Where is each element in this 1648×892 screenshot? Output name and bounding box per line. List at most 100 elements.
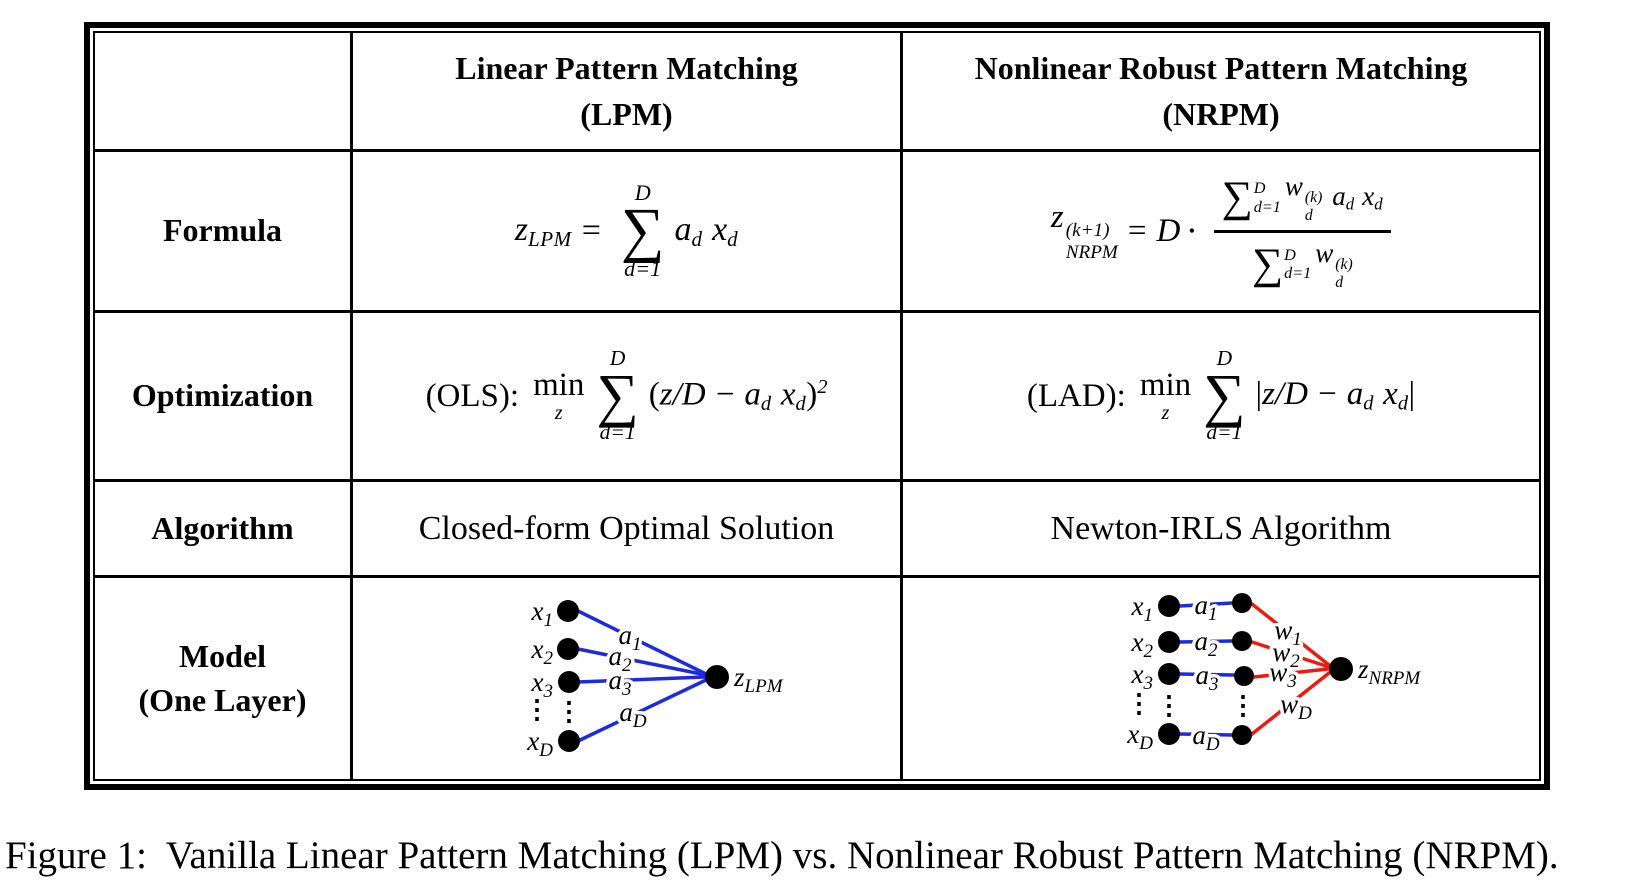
output-node bbox=[705, 664, 729, 689]
input-node bbox=[558, 729, 580, 752]
algorithm-nrpm-cell: Newton-IRLS Algorithm bbox=[903, 482, 1539, 578]
edge-line bbox=[1177, 638, 1234, 644]
comparison-table-grid: Linear Pattern Matching (LPM) Nonlinear … bbox=[93, 31, 1541, 781]
input-label: x2 bbox=[1130, 627, 1153, 662]
edge-line bbox=[576, 646, 708, 677]
equals-sign: = bbox=[1127, 212, 1147, 249]
input-label: x1 bbox=[1130, 591, 1152, 626]
row-label-model: Model (One Layer) bbox=[95, 578, 353, 779]
output-node bbox=[1328, 656, 1353, 681]
edge-label: w1 bbox=[1274, 615, 1302, 650]
edge-label: a3 bbox=[609, 665, 632, 700]
edge-label: w3 bbox=[1269, 657, 1297, 692]
header-lpm: Linear Pattern Matching (LPM) bbox=[353, 33, 903, 152]
input-label: x3 bbox=[531, 667, 553, 702]
edge-line bbox=[576, 608, 708, 676]
edge-label: w2 bbox=[1272, 637, 1300, 672]
vertical-dots: ⋮ bbox=[524, 695, 550, 724]
sum-operator: D ∑ d=1 bbox=[620, 179, 665, 282]
sum-operator: D ∑ d=1 bbox=[596, 346, 639, 445]
edge-line bbox=[1249, 639, 1331, 669]
header-empty-cell bbox=[95, 33, 353, 152]
dimension-factor: D bbox=[1156, 212, 1181, 249]
ols-tag: (OLS): bbox=[425, 377, 520, 414]
output-label: zLPM bbox=[733, 662, 784, 697]
input-node bbox=[558, 670, 580, 693]
lpm-model-diagram: x1 x2 x3 xD ⋮ ⋮ a1 a2 a3 aD zLPM bbox=[524, 596, 784, 761]
edge-label: wD bbox=[1280, 689, 1312, 724]
model-nrpm-cell: x1 x2 x3 xD ⋮ ⋮ ⋮ a1 a2 a3 aD w1 w2 w3 w… bbox=[903, 578, 1539, 779]
dot-operator: ⋅ bbox=[1186, 214, 1198, 250]
input-node bbox=[1157, 630, 1180, 653]
lad-tag: (LAD): bbox=[1026, 377, 1126, 414]
intermediate-node bbox=[1233, 665, 1254, 686]
input-node bbox=[1157, 594, 1180, 617]
nrpm-formula-lhs: z(k+1)NRPM bbox=[1050, 198, 1118, 263]
edge-label: a3 bbox=[1195, 660, 1218, 695]
model-lpm-cell: x1 x2 x3 xD ⋮ ⋮ a1 a2 a3 aD zLPM bbox=[353, 578, 903, 779]
sum-operator: D ∑ d=1 bbox=[1203, 346, 1246, 445]
edge-line bbox=[1177, 731, 1234, 737]
edge-label: aD bbox=[1192, 720, 1220, 755]
row-label-model-text: Model (One Layer) bbox=[138, 638, 307, 718]
edge-line bbox=[1177, 600, 1234, 608]
input-label: xD bbox=[526, 726, 553, 761]
comparison-table: Linear Pattern Matching (LPM) Nonlinear … bbox=[84, 22, 1550, 790]
vertical-dots: ⋮ bbox=[1126, 689, 1152, 718]
input-label: x1 bbox=[531, 596, 553, 631]
intermediate-node bbox=[1231, 630, 1252, 651]
edge-label: a2 bbox=[609, 641, 633, 676]
lpm-formula-lhs: zLPM bbox=[514, 210, 572, 251]
edge-label: aD bbox=[619, 697, 647, 732]
input-node bbox=[1157, 722, 1180, 745]
algorithm-lpm-cell: Closed-form Optimal Solution bbox=[353, 482, 903, 578]
input-node bbox=[557, 599, 579, 622]
intermediate-node bbox=[1231, 724, 1252, 745]
edge-line bbox=[1249, 601, 1331, 667]
edge-label: a2 bbox=[1194, 626, 1218, 661]
figure-caption: Figure 1: Vanilla Linear Pattern Matchin… bbox=[5, 834, 1559, 877]
edge-label: a1 bbox=[619, 620, 642, 655]
row-label-formula: Formula bbox=[95, 152, 353, 313]
row-label-algorithm: Algorithm bbox=[95, 482, 353, 578]
weight-term: w(k)d bbox=[1284, 170, 1323, 224]
edge-line bbox=[576, 677, 708, 743]
edge-label: a1 bbox=[1194, 590, 1217, 625]
vertical-dots: ⋮ bbox=[1156, 691, 1182, 720]
input-node bbox=[557, 637, 579, 660]
edge-line bbox=[1177, 671, 1235, 677]
vertical-dots: ⋮ bbox=[1230, 691, 1256, 720]
header-nrpm-text: Nonlinear Robust Pattern Matching (NRPM) bbox=[974, 49, 1468, 132]
input-node bbox=[1157, 662, 1180, 685]
intermediate-node bbox=[1231, 592, 1252, 613]
header-nrpm: Nonlinear Robust Pattern Matching (NRPM) bbox=[903, 33, 1539, 152]
input-label: xD bbox=[1126, 719, 1153, 754]
nrpm-model-diagram: x1 x2 x3 xD ⋮ ⋮ ⋮ a1 a2 a3 aD w1 w2 w3 w… bbox=[1126, 586, 1421, 758]
equals-sign: = bbox=[581, 212, 601, 249]
input-label: x2 bbox=[531, 634, 554, 669]
edge-line bbox=[1249, 670, 1331, 736]
output-label: zNRPM bbox=[1357, 654, 1421, 689]
row-label-optimization: Optimization bbox=[95, 313, 353, 482]
vertical-dots: ⋮ bbox=[556, 697, 582, 726]
weight-term: w(k)d bbox=[1315, 237, 1353, 291]
edge-line bbox=[1251, 666, 1330, 679]
edge-line bbox=[576, 674, 707, 684]
header-lpm-text: Linear Pattern Matching (LPM) bbox=[455, 49, 798, 132]
input-label: x3 bbox=[1130, 659, 1152, 694]
